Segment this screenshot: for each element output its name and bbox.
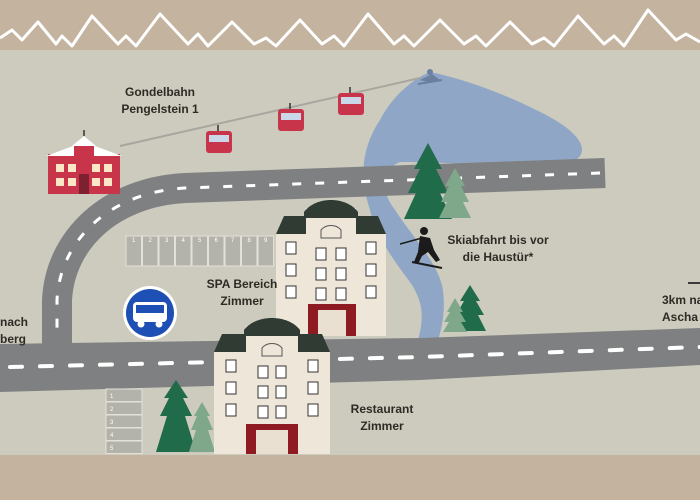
- upper-road-dashes: [55, 171, 601, 340]
- parking-space: 1: [105, 388, 143, 402]
- parking-space: 1: [125, 235, 142, 267]
- parking-space-number: 7: [231, 238, 235, 244]
- parking-space-number: 5: [110, 446, 114, 452]
- parking-space: 2: [142, 235, 159, 267]
- ski-slope: [363, 72, 582, 340]
- right-direction-line1: 3km na: [662, 293, 700, 307]
- right-direction-line2: Ascha: [662, 310, 699, 324]
- gondola-cabin-icon: [338, 87, 364, 115]
- restaurant-label: Restaurant Zimmer: [338, 401, 426, 435]
- gondola-cabin-icon: [278, 103, 304, 131]
- skier-icon: [417, 69, 443, 85]
- parking-space: 5: [105, 440, 143, 454]
- right-direction-label: 3km na Ascha: [662, 292, 700, 326]
- bus-icon: [123, 286, 177, 340]
- parking-space: 7: [224, 235, 241, 267]
- gondola-cable: [119, 77, 421, 147]
- parking-space-number: 3: [165, 238, 169, 244]
- restaurant-label-line2: Zimmer: [360, 419, 404, 433]
- fir-tree-icon: [404, 143, 452, 219]
- parking-space: 3: [158, 235, 175, 267]
- parking-space-number: 9: [264, 238, 268, 244]
- gondola-label: Gondelbahn Pengelstein 1: [104, 84, 216, 118]
- parking-space-number: 8: [248, 238, 252, 244]
- gondola-label-line1: Gondelbahn: [125, 85, 195, 99]
- gondola-label-line2: Pengelstein 1: [121, 102, 199, 116]
- parking-space: 4: [105, 427, 143, 441]
- parking-space: 5: [191, 235, 208, 267]
- fir-tree-icon: [439, 168, 471, 218]
- left-direction-label: nach berg: [0, 314, 29, 348]
- spa-label: SPA Bereich Zimmer: [196, 276, 288, 310]
- parking-space-number: 5: [198, 238, 202, 244]
- parking-space: 4: [175, 235, 192, 267]
- restaurant-hotel-building: [214, 318, 330, 454]
- parking-space: 6: [208, 235, 225, 267]
- spa-label-line2: Zimmer: [220, 294, 264, 308]
- parking-space: 2: [105, 401, 143, 415]
- parking-side: 1 2 3 4 5: [105, 388, 143, 454]
- parking-space-number: 1: [110, 394, 114, 400]
- ski-label-line2: die Haustür*: [462, 250, 534, 264]
- parking-space-number: 6: [215, 238, 219, 244]
- fir-tree-icon: [156, 380, 196, 452]
- parking-space-number: 4: [110, 433, 114, 439]
- spa-hotel-building: [276, 200, 386, 336]
- ski-label-line1: Skiabfahrt bis vor: [447, 233, 549, 247]
- bottom-band: [0, 455, 700, 500]
- parking-space-number: 4: [182, 238, 186, 244]
- mountain-range-icon: [0, 8, 700, 48]
- parking-space: 3: [105, 414, 143, 428]
- sky-band: [0, 0, 700, 50]
- left-direction-line1: nach: [0, 315, 29, 329]
- restaurant-label-line1: Restaurant: [350, 402, 414, 416]
- fir-tree-icon: [443, 298, 467, 332]
- parking-space: 9: [257, 235, 274, 267]
- parking-space: 8: [241, 235, 258, 267]
- lift-station-building: [46, 130, 122, 194]
- parking-space-number: 1: [132, 238, 136, 244]
- skier-icon: [399, 227, 443, 269]
- parking-top: 1 2 3 4 5 6 7 8 9: [125, 235, 274, 267]
- left-direction-line2: berg: [0, 332, 27, 346]
- ski-label: Skiabfahrt bis vor die Haustür*: [438, 232, 558, 266]
- parking-space-number: 3: [110, 420, 114, 426]
- spa-label-line1: SPA Bereich: [206, 277, 278, 291]
- gondola-cabin-icon: [206, 125, 232, 153]
- fir-tree-icon: [189, 402, 215, 452]
- parking-space-number: 2: [110, 407, 114, 413]
- parking-space-number: 2: [149, 238, 153, 244]
